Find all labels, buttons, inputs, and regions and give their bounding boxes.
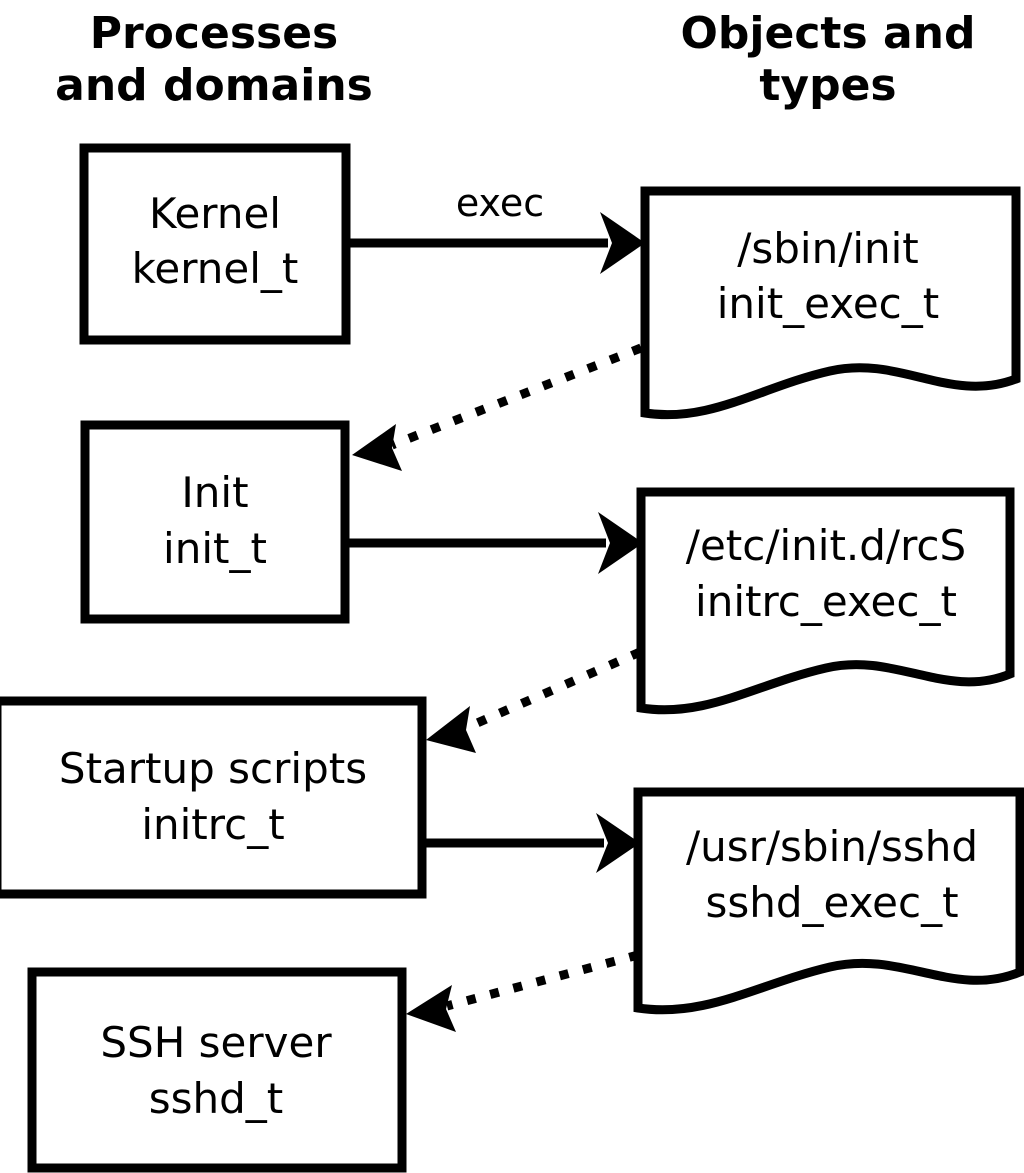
node-box [27,967,407,1173]
arrow-head [596,813,640,873]
node-name: Kernel [149,189,281,238]
node-document-shape [633,787,1024,1015]
arrow-head [352,424,402,471]
node-object-init-exec[interactable]: /sbin/init init_exec_t [640,186,1021,420]
edge-label-exec: exec [456,181,544,225]
left-column-header: Processes and domains [55,8,373,111]
arrow-head [600,212,645,274]
edge-initrc-exec-to-initrc-domain [426,647,642,753]
node-type: init_t [163,524,267,573]
node-box [80,420,350,624]
node-type: initrc_t [141,800,284,849]
arrow-head [426,706,476,753]
node-type: init_exec_t [717,279,940,328]
left-column-title-line2: and domains [55,60,373,111]
left-column-title-line1: Processes [90,8,339,59]
node-document-shape [636,487,1015,715]
node-type: initrc_exec_t [695,577,957,626]
node-name: Init [181,468,248,517]
arrow-head [598,512,643,574]
right-column-title-line1: Objects and [681,8,976,59]
edge-init-exec-rcS [348,512,643,574]
node-type: sshd_exec_t [705,878,958,927]
edge-kernel-exec-init-exec: exec [350,181,645,274]
edge-initrc-exec-sshd [425,813,640,873]
node-domain-init[interactable]: Init init_t [80,420,350,624]
node-name: SSH server [100,1018,332,1067]
node-document-shape [640,186,1021,420]
edge-line [445,950,640,1011]
node-domain-sshd[interactable]: SSH server sshd_t [27,967,407,1173]
edge-line [390,343,643,450]
right-column-header: Objects and types [681,8,976,111]
node-object-initrc-exec[interactable]: /etc/init.d/rcS initrc_exec_t [636,487,1015,715]
node-type: sshd_t [149,1074,284,1123]
node-box [79,143,351,345]
node-type: kernel_t [132,244,299,293]
node-path: /usr/sbin/sshd [686,822,978,871]
node-box [0,696,427,899]
node-name: Startup scripts [59,744,367,793]
node-path: /etc/init.d/rcS [686,521,966,570]
node-object-sshd-exec[interactable]: /usr/sbin/sshd sshd_exec_t [633,787,1024,1015]
edge-line [466,647,642,732]
node-path: /sbin/init [737,224,919,273]
arrow-head [406,985,456,1032]
edge-init-exec-to-init-domain [352,343,643,471]
node-domain-kernel[interactable]: Kernel kernel_t [79,143,351,345]
node-domain-initrc[interactable]: Startup scripts initrc_t [0,696,427,899]
edge-sshd-exec-to-sshd-domain [406,950,640,1032]
right-column-title-line2: types [759,60,896,111]
